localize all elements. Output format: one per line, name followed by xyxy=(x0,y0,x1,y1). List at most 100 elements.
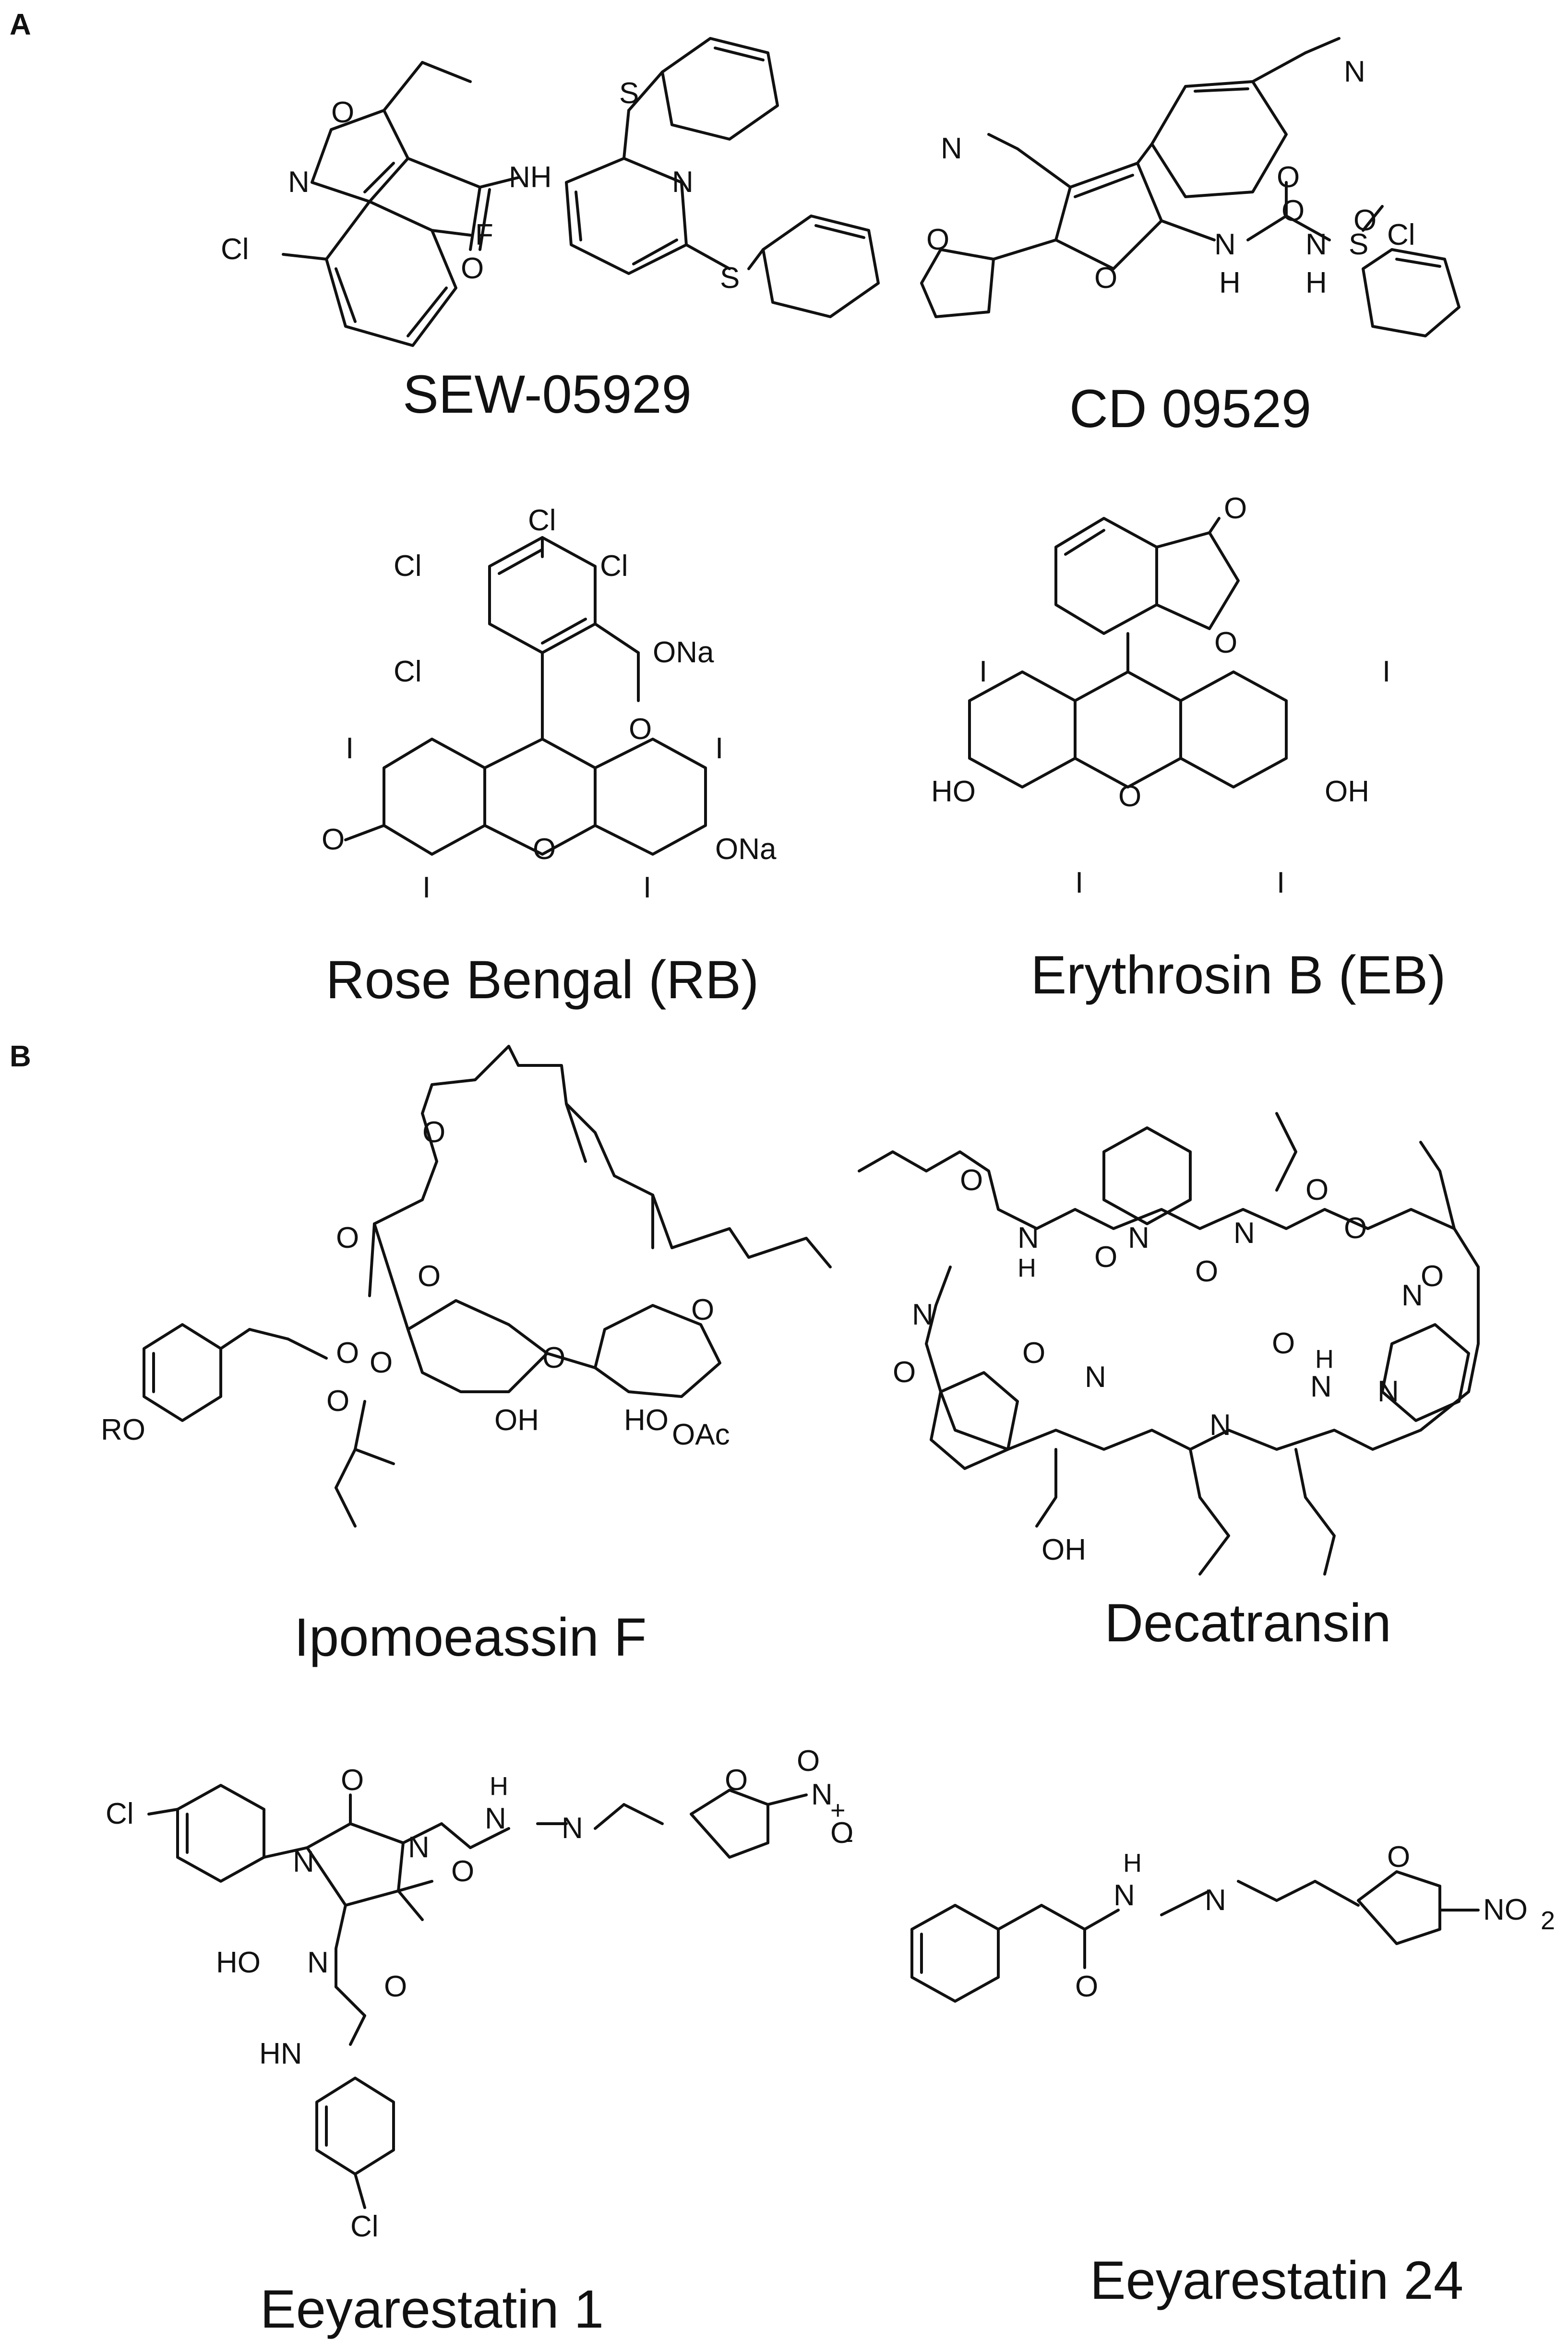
atom-label: H xyxy=(1123,1849,1142,1877)
atom-label: N xyxy=(1017,1221,1039,1255)
atom-label: N xyxy=(912,1298,934,1331)
structure-decatransin: O N H O N N O O O N O N O N O N H N OH N… xyxy=(858,1112,1480,1576)
atom-label: O xyxy=(336,1221,359,1255)
atom-label: N xyxy=(1205,1884,1226,1917)
atom-label: N xyxy=(485,1802,506,1835)
caption-eeyarestatin-24: Eeyarestatin 24 xyxy=(1090,2250,1463,2310)
atom-label: H xyxy=(490,1772,508,1801)
atom-label: O xyxy=(1281,194,1305,227)
atom-label: O xyxy=(1118,780,1141,813)
atom-label: S xyxy=(720,262,740,295)
atom-label: I xyxy=(643,871,651,904)
atom-label: N xyxy=(811,1778,833,1811)
caption-ipomoeassin-f: Ipomoeassin F xyxy=(294,1607,647,1667)
atom-label: HO xyxy=(931,775,976,808)
atom-label: S xyxy=(1349,228,1368,261)
atom-label: O xyxy=(1353,204,1376,237)
atom-label: Cl xyxy=(394,550,422,583)
atom-label: HO xyxy=(624,1404,669,1437)
atom-label: N xyxy=(1214,228,1236,261)
atom-label: N xyxy=(293,1845,314,1878)
atom-label: ONa xyxy=(715,833,777,866)
atom-label: N xyxy=(307,1946,329,1979)
caption-cd-09529: CD 09529 xyxy=(1069,379,1311,439)
structure-sew-05929: O N NH O Cl F S N S xyxy=(221,37,880,347)
atom-label: NO xyxy=(1483,1893,1528,1926)
atom-label: N xyxy=(1209,1409,1231,1442)
atom-label: N xyxy=(1377,1375,1399,1408)
panel-letter-a: A xyxy=(10,8,31,41)
caption-erythrosin-b: Erythrosin B (EB) xyxy=(1030,945,1446,1005)
atom-label: + xyxy=(830,1796,846,1825)
atom-label: OH xyxy=(1325,775,1369,808)
atom-label: N xyxy=(408,1831,430,1864)
atom-label: Cl xyxy=(600,550,628,583)
atom-label: O xyxy=(1421,1260,1444,1293)
atom-label: N xyxy=(672,166,694,199)
atom-label: N xyxy=(1233,1217,1255,1250)
atom-label: I xyxy=(1277,866,1285,899)
atom-label: H xyxy=(1305,266,1327,299)
atom-label: O xyxy=(336,1337,359,1370)
atom-label: O xyxy=(1272,1327,1295,1360)
atom-label: O xyxy=(451,1855,474,1888)
atom-label: HN xyxy=(259,2037,302,2070)
atom-label: O xyxy=(797,1745,820,1778)
caption-sew-05929: SEW-05929 xyxy=(403,364,692,424)
structure-cd-09529: N N O O N H O N H S O O Cl xyxy=(920,37,1460,337)
atom-label: O xyxy=(326,1385,349,1418)
atom-label: O xyxy=(1387,1840,1410,1874)
panel-letter-b: B xyxy=(10,1040,31,1073)
atom-label: RO xyxy=(101,1413,145,1446)
atom-label: I xyxy=(715,732,723,765)
atom-label: O xyxy=(1075,1970,1098,2003)
atom-label: H xyxy=(1219,266,1241,299)
atom-label: O xyxy=(1277,161,1300,194)
atom-label: O xyxy=(1094,1241,1117,1274)
atom-label: OAc xyxy=(672,1418,730,1451)
atom-label: N xyxy=(1305,228,1327,261)
atom-label: O xyxy=(893,1356,916,1389)
atom-label: O xyxy=(461,252,484,285)
caption-decatransin: Decatransin xyxy=(1104,1593,1391,1653)
atom-label: Cl xyxy=(1387,218,1415,251)
atom-label: O xyxy=(926,223,949,256)
atom-label: NH xyxy=(509,161,552,194)
atom-label: F xyxy=(475,218,493,251)
structure-rose-bengal: Cl Cl Cl Cl O ONa I I O O ONa I I xyxy=(322,504,777,904)
atom-label: N xyxy=(288,166,310,199)
atom-label: Cl xyxy=(106,1797,134,1830)
atom-label: O xyxy=(960,1164,983,1197)
atom-label: OH xyxy=(1041,1533,1086,1566)
atom-label: N xyxy=(1310,1370,1332,1403)
structure-eeyarestatin-1: Cl O N N H N N O O N O O HO N O HN Cl + … xyxy=(106,1745,853,2243)
structure-erythrosin-b: O O I I HO O OH I I xyxy=(931,492,1390,899)
atom-label: O xyxy=(725,1764,748,1797)
structure-eeyarestatin-24: H N N O O NO 2 xyxy=(910,1840,1555,2003)
atom-label: 2 xyxy=(1541,1906,1555,1935)
atom-label: N xyxy=(1113,1879,1135,1912)
caption-eeyarestatin-1: Eeyarestatin 1 xyxy=(260,2279,604,2339)
atom-label: O xyxy=(830,1816,853,1850)
atom-label: OH xyxy=(494,1404,539,1437)
atom-label: H xyxy=(1017,1254,1036,1282)
atom-label: O xyxy=(422,1116,445,1149)
atom-label: O xyxy=(1022,1337,1045,1370)
atom-label: O xyxy=(384,1970,407,2003)
atom-label: O xyxy=(1224,492,1247,525)
atom-label: I xyxy=(346,732,354,765)
atom-label: I xyxy=(979,655,987,688)
atom-label: - xyxy=(845,1825,853,1853)
atom-label: O xyxy=(533,833,556,866)
atom-label: S xyxy=(619,77,639,110)
atom-label: O xyxy=(370,1346,393,1379)
atom-label: Cl xyxy=(528,504,556,537)
atom-label: I xyxy=(1382,655,1390,688)
atom-label: H xyxy=(1315,1345,1334,1374)
atom-label: O xyxy=(1195,1255,1218,1288)
atom-label: N xyxy=(1344,55,1365,88)
atom-label: Cl xyxy=(221,233,249,266)
atom-label: N xyxy=(562,1812,583,1845)
atom-label: N xyxy=(1128,1221,1149,1255)
